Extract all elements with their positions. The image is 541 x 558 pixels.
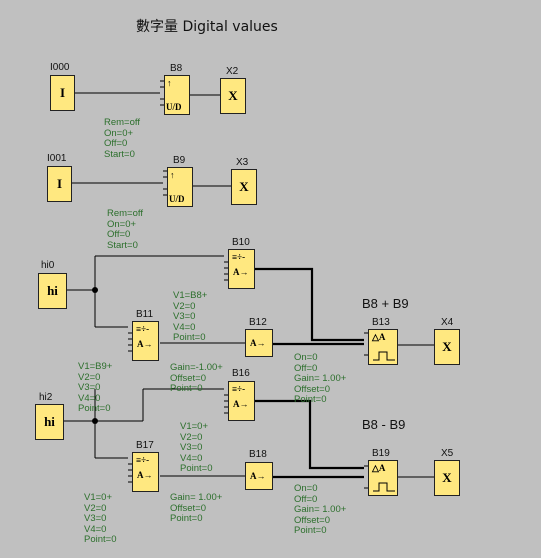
diagram-title: 數字量 Digital values <box>136 19 278 35</box>
subtitle-diff: B8 - B9 <box>362 417 406 432</box>
analog-arrow-icon: A→ <box>137 470 153 480</box>
params-b18: Gain= 1.00+ Offset=0 Point=0 <box>170 492 223 524</box>
block-label-i001: I001 <box>47 153 67 164</box>
junction-hi0 <box>92 287 98 293</box>
output-block-x2[interactable]: X <box>220 78 246 114</box>
mux-icon: ≡÷- <box>136 324 150 334</box>
block-label-hi2: hi2 <box>39 392 53 403</box>
params-b16: V1=0+ V2=0 V3=0 V4=0 Point=0 <box>180 421 213 474</box>
pulse-icon <box>373 482 395 492</box>
mux-icon: ≡÷- <box>136 455 150 465</box>
block-label-x5: X5 <box>441 448 454 459</box>
block-label-b10: B10 <box>232 237 250 248</box>
amplifier-block-b12[interactable]: A→ <box>245 329 273 357</box>
mux-block-b11[interactable]: ≡÷- A→ <box>132 321 159 361</box>
block-label-b9: B9 <box>173 155 186 166</box>
block-label-x4: X4 <box>441 317 454 328</box>
amplifier-block-b18[interactable]: A→ <box>245 462 273 490</box>
up-arrow-icon: ↑ <box>170 170 175 180</box>
block-label-b18: B18 <box>249 449 267 460</box>
block-label-b16: B16 <box>232 368 250 379</box>
counter-block-b8[interactable]: ↑ U/D <box>164 75 190 115</box>
output-glyph: X <box>228 88 238 103</box>
ud-text: U/D <box>166 102 182 112</box>
pulse-icon <box>373 351 395 361</box>
analog-arrow-icon: A→ <box>233 267 249 277</box>
block-label-i000: I000 <box>50 62 70 73</box>
mux-block-b10[interactable]: ≡÷- A→ <box>228 249 255 289</box>
params-b11: V1=B8+ V2=0 V3=0 V4=0 Point=0 <box>173 290 208 343</box>
output-glyph: X <box>239 179 249 194</box>
differential-block-b19[interactable]: △A <box>368 460 398 496</box>
params-b19: On=0 Off=0 Gain= 1.00+ Offset=0 Point=0 <box>294 483 347 536</box>
mux-block-b17[interactable]: ≡÷- A→ <box>132 452 159 492</box>
params-b9: Rem=off On=0+ Off=0 Start=0 <box>107 208 143 251</box>
params-b12: Gain=-1.00+ Offset=0 Point=0 <box>170 362 223 394</box>
analog-arrow-icon: A→ <box>250 338 266 348</box>
up-arrow-icon: ↑ <box>167 78 172 88</box>
differential-block-b13[interactable]: △A <box>368 329 398 365</box>
output-glyph: X <box>442 470 452 485</box>
block-label-b19: B19 <box>372 448 390 459</box>
analog-arrow-icon: A→ <box>250 471 266 481</box>
flag-block-hi0[interactable]: hi <box>38 273 67 309</box>
block-label-hi0: hi0 <box>41 260 55 271</box>
output-block-x4[interactable]: X <box>434 329 460 365</box>
block-label-b12: B12 <box>249 317 267 328</box>
flag-glyph: hi <box>47 283 58 298</box>
input-glyph: I <box>56 176 63 191</box>
output-block-x3[interactable]: X <box>231 169 257 205</box>
counter-block-b9[interactable]: ↑ U/D <box>167 167 193 207</box>
params-hi2: V1=B9+ V2=0 V3=0 V4=0 Point=0 <box>78 361 113 414</box>
flag-glyph: hi <box>44 414 55 429</box>
input-glyph: I <box>59 85 66 100</box>
input-block-i001[interactable]: I <box>47 166 72 202</box>
params-b17: V1=0+ V2=0 V3=0 V4=0 Point=0 <box>84 492 117 545</box>
output-block-x5[interactable]: X <box>434 460 460 496</box>
ud-text: U/D <box>169 194 185 204</box>
delta-icon: △A <box>372 332 386 342</box>
mux-icon: ≡÷- <box>232 252 246 262</box>
delta-icon: △A <box>372 463 386 473</box>
mux-block-b16[interactable]: ≡÷- A→ <box>228 381 255 421</box>
wire-b16-b19 <box>255 399 364 470</box>
params-b8: Rem=off On=0+ Off=0 Start=0 <box>104 117 140 160</box>
block-label-b13: B13 <box>372 317 390 328</box>
output-glyph: X <box>442 339 452 354</box>
block-label-b11: B11 <box>136 309 154 320</box>
flag-block-hi2[interactable]: hi <box>35 404 64 440</box>
wire-b10-b13 <box>255 267 364 342</box>
analog-arrow-icon: A→ <box>137 339 153 349</box>
mux-icon: ≡÷- <box>232 384 246 394</box>
params-b13: On=0 Off=0 Gain= 1.00+ Offset=0 Point=0 <box>294 352 347 405</box>
block-label-b17: B17 <box>136 440 154 451</box>
subtitle-sum: B8 + B9 <box>362 296 409 311</box>
block-label-x2: X2 <box>226 66 239 77</box>
input-block-i000[interactable]: I <box>50 75 75 111</box>
block-label-x3: X3 <box>236 157 249 168</box>
junction-hi2 <box>92 418 98 424</box>
analog-arrow-icon: A→ <box>233 399 249 409</box>
block-label-b8: B8 <box>170 63 183 74</box>
